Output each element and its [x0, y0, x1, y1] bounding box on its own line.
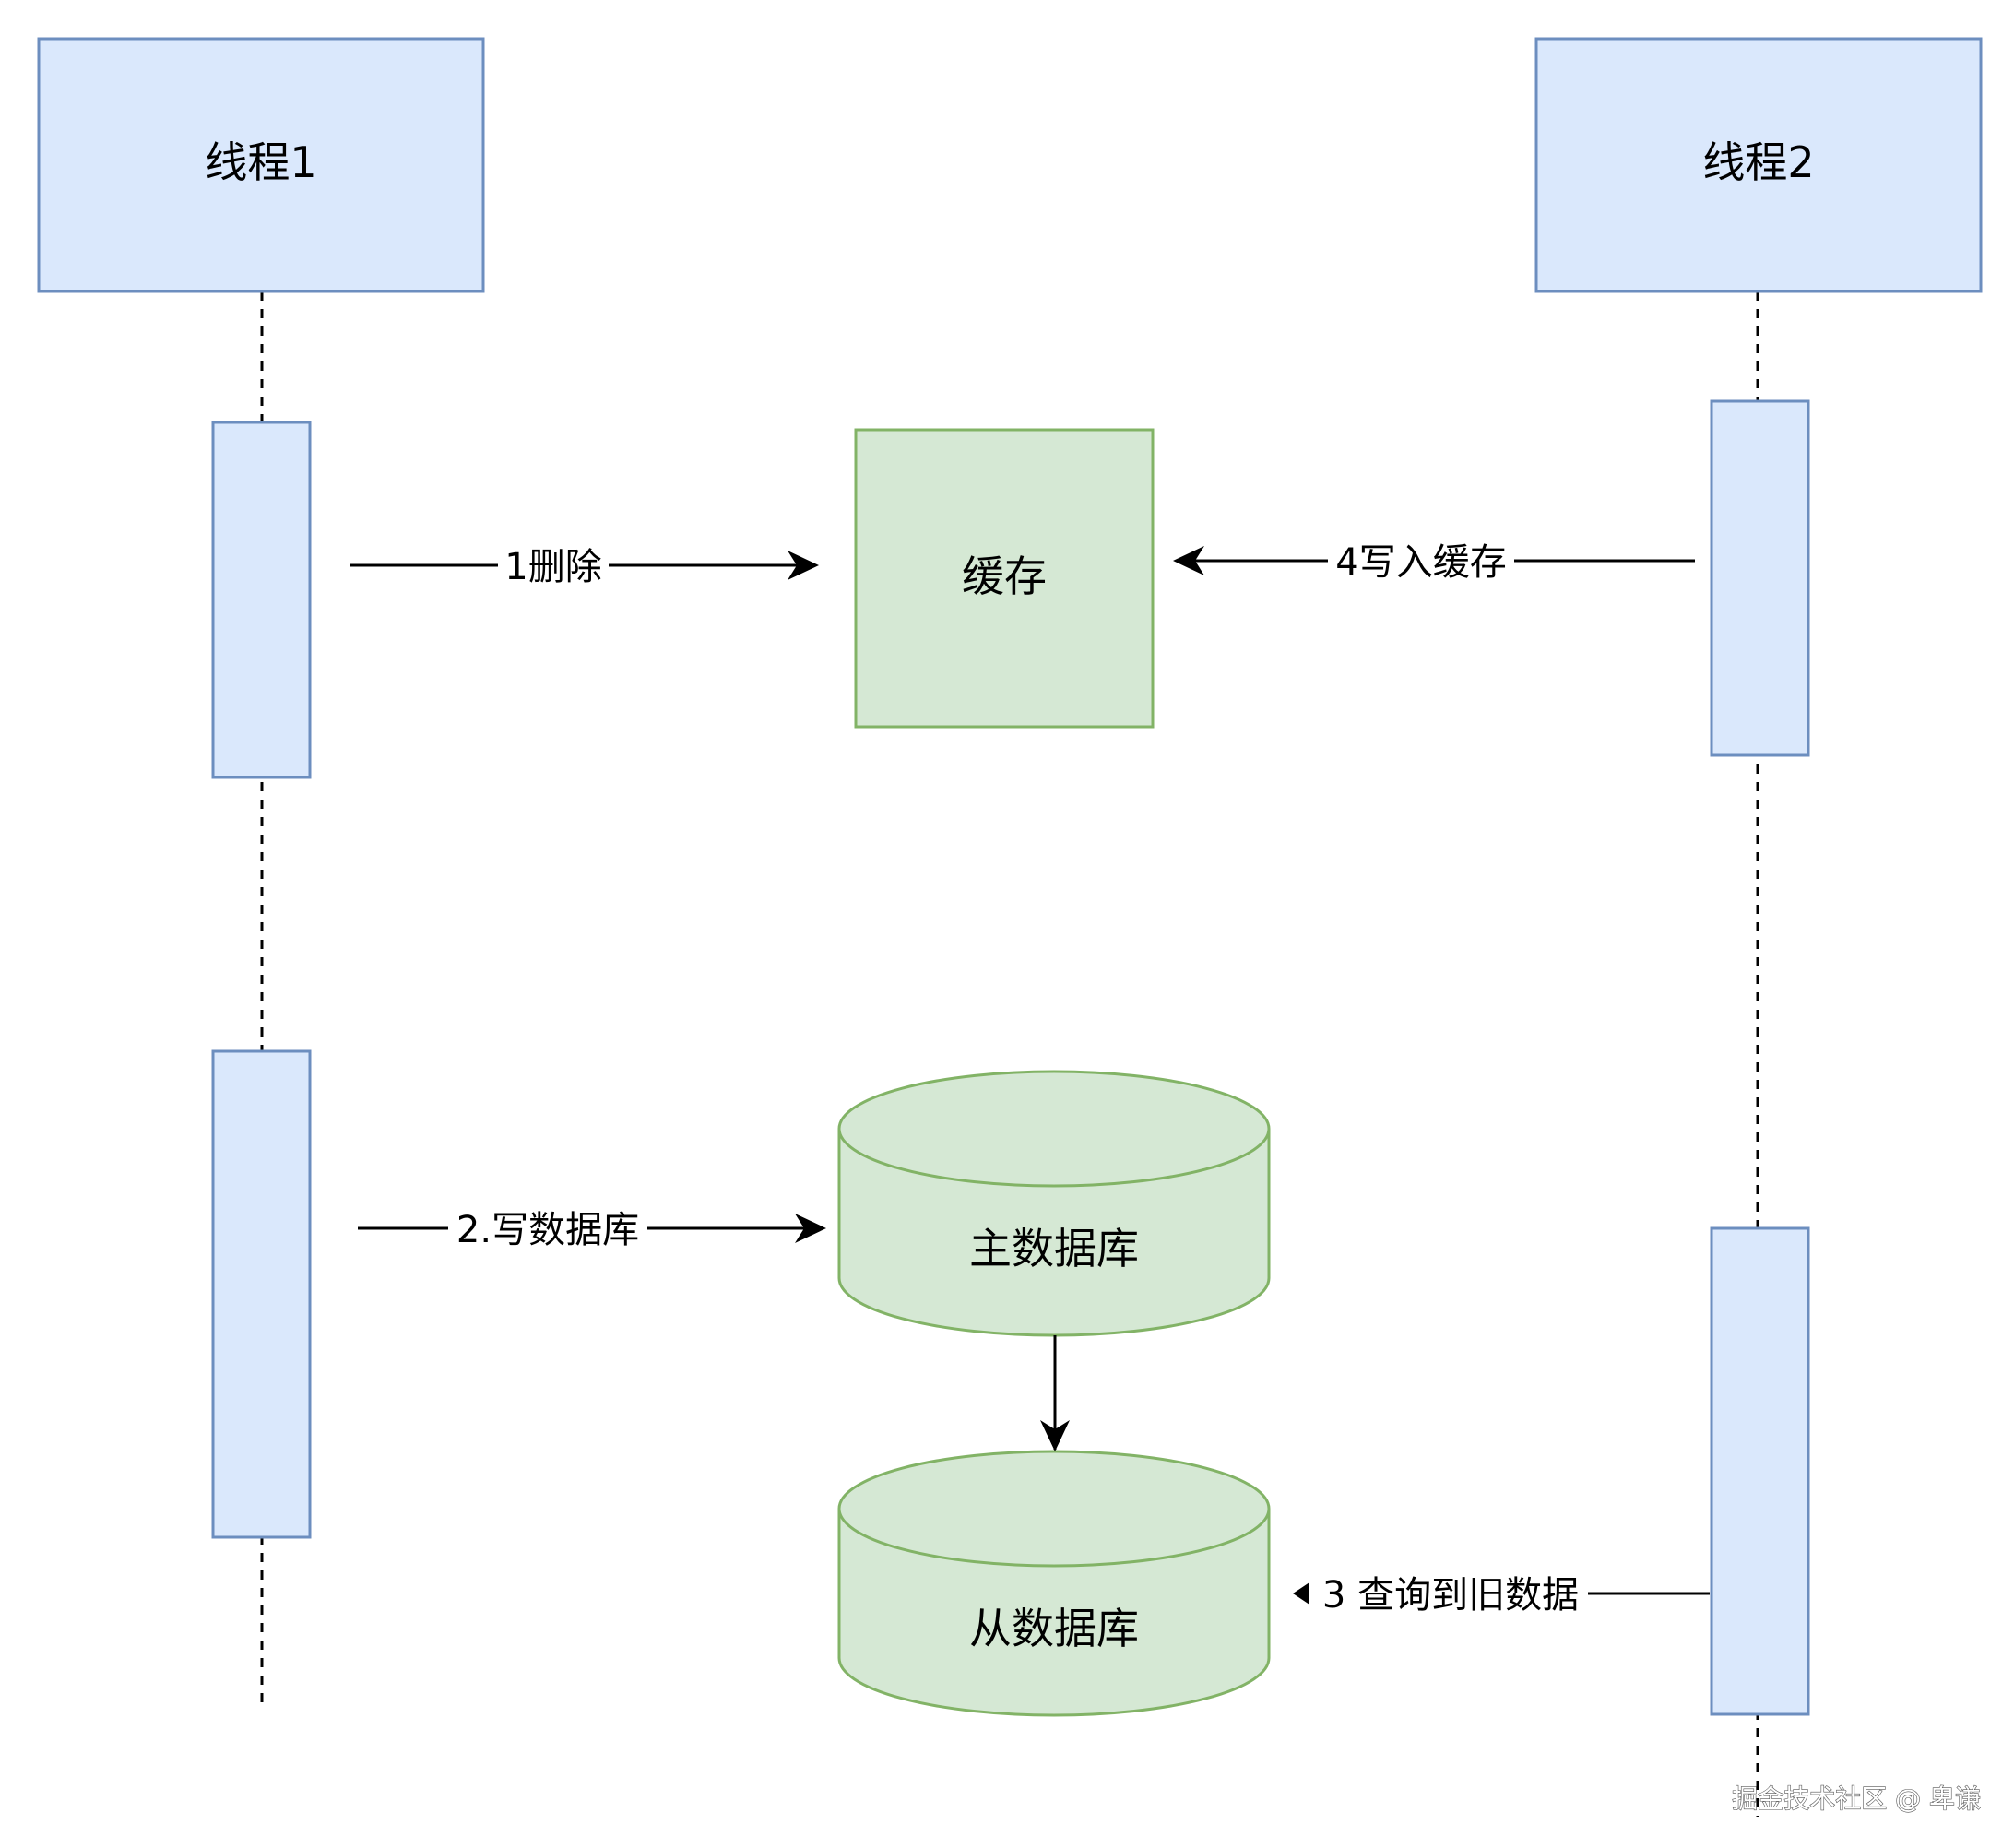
thread-1-label: 线程1: [205, 137, 316, 187]
edge-write-cache-arrowhead: [1173, 546, 1204, 575]
edge-write-db-label: 2.写数据库: [456, 1209, 639, 1251]
slave-db-node[interactable]: 从数据库: [837, 1450, 1271, 1717]
edge-read-old-arrowhead: [1293, 1582, 1309, 1605]
edge-read-old-label: 3 查询到旧数据: [1322, 1574, 1579, 1617]
edge-delete-label: 1删除: [504, 546, 601, 588]
master-db-node[interactable]: 主数据库: [837, 1070, 1271, 1337]
edge-write-cache-label: 4写入缓存: [1335, 541, 1506, 584]
edge-write-cache: 4写入缓存: [1173, 541, 1695, 584]
edge-delete-arrowhead: [788, 551, 819, 580]
thread-1-header[interactable]: 线程1: [37, 37, 485, 293]
edge-write-db-arrowhead: [795, 1214, 826, 1243]
edge-write-db: 2.写数据库: [358, 1209, 826, 1251]
thread-2-header[interactable]: 线程2: [1534, 37, 1983, 293]
edge-delete: 1删除: [350, 546, 819, 588]
edge-read-old: 3 查询到旧数据: [1293, 1574, 1710, 1617]
thread-2-label: 线程2: [1702, 137, 1814, 187]
thread-1-activation-1: [211, 421, 312, 779]
thread-2-activation-1: [1710, 399, 1810, 757]
master-db-label: 主数据库: [969, 1224, 1139, 1273]
watermark: 掘金技术社区 @ 卑谦: [1732, 1783, 1981, 1814]
thread-2-activation-2: [1710, 1226, 1810, 1716]
slave-db-label: 从数据库: [969, 1604, 1139, 1653]
cache-node[interactable]: 缓存: [854, 428, 1155, 729]
thread-1-activation-2: [211, 1049, 312, 1539]
replication-arrowhead: [1040, 1420, 1070, 1451]
cache-label: 缓存: [962, 551, 1047, 601]
